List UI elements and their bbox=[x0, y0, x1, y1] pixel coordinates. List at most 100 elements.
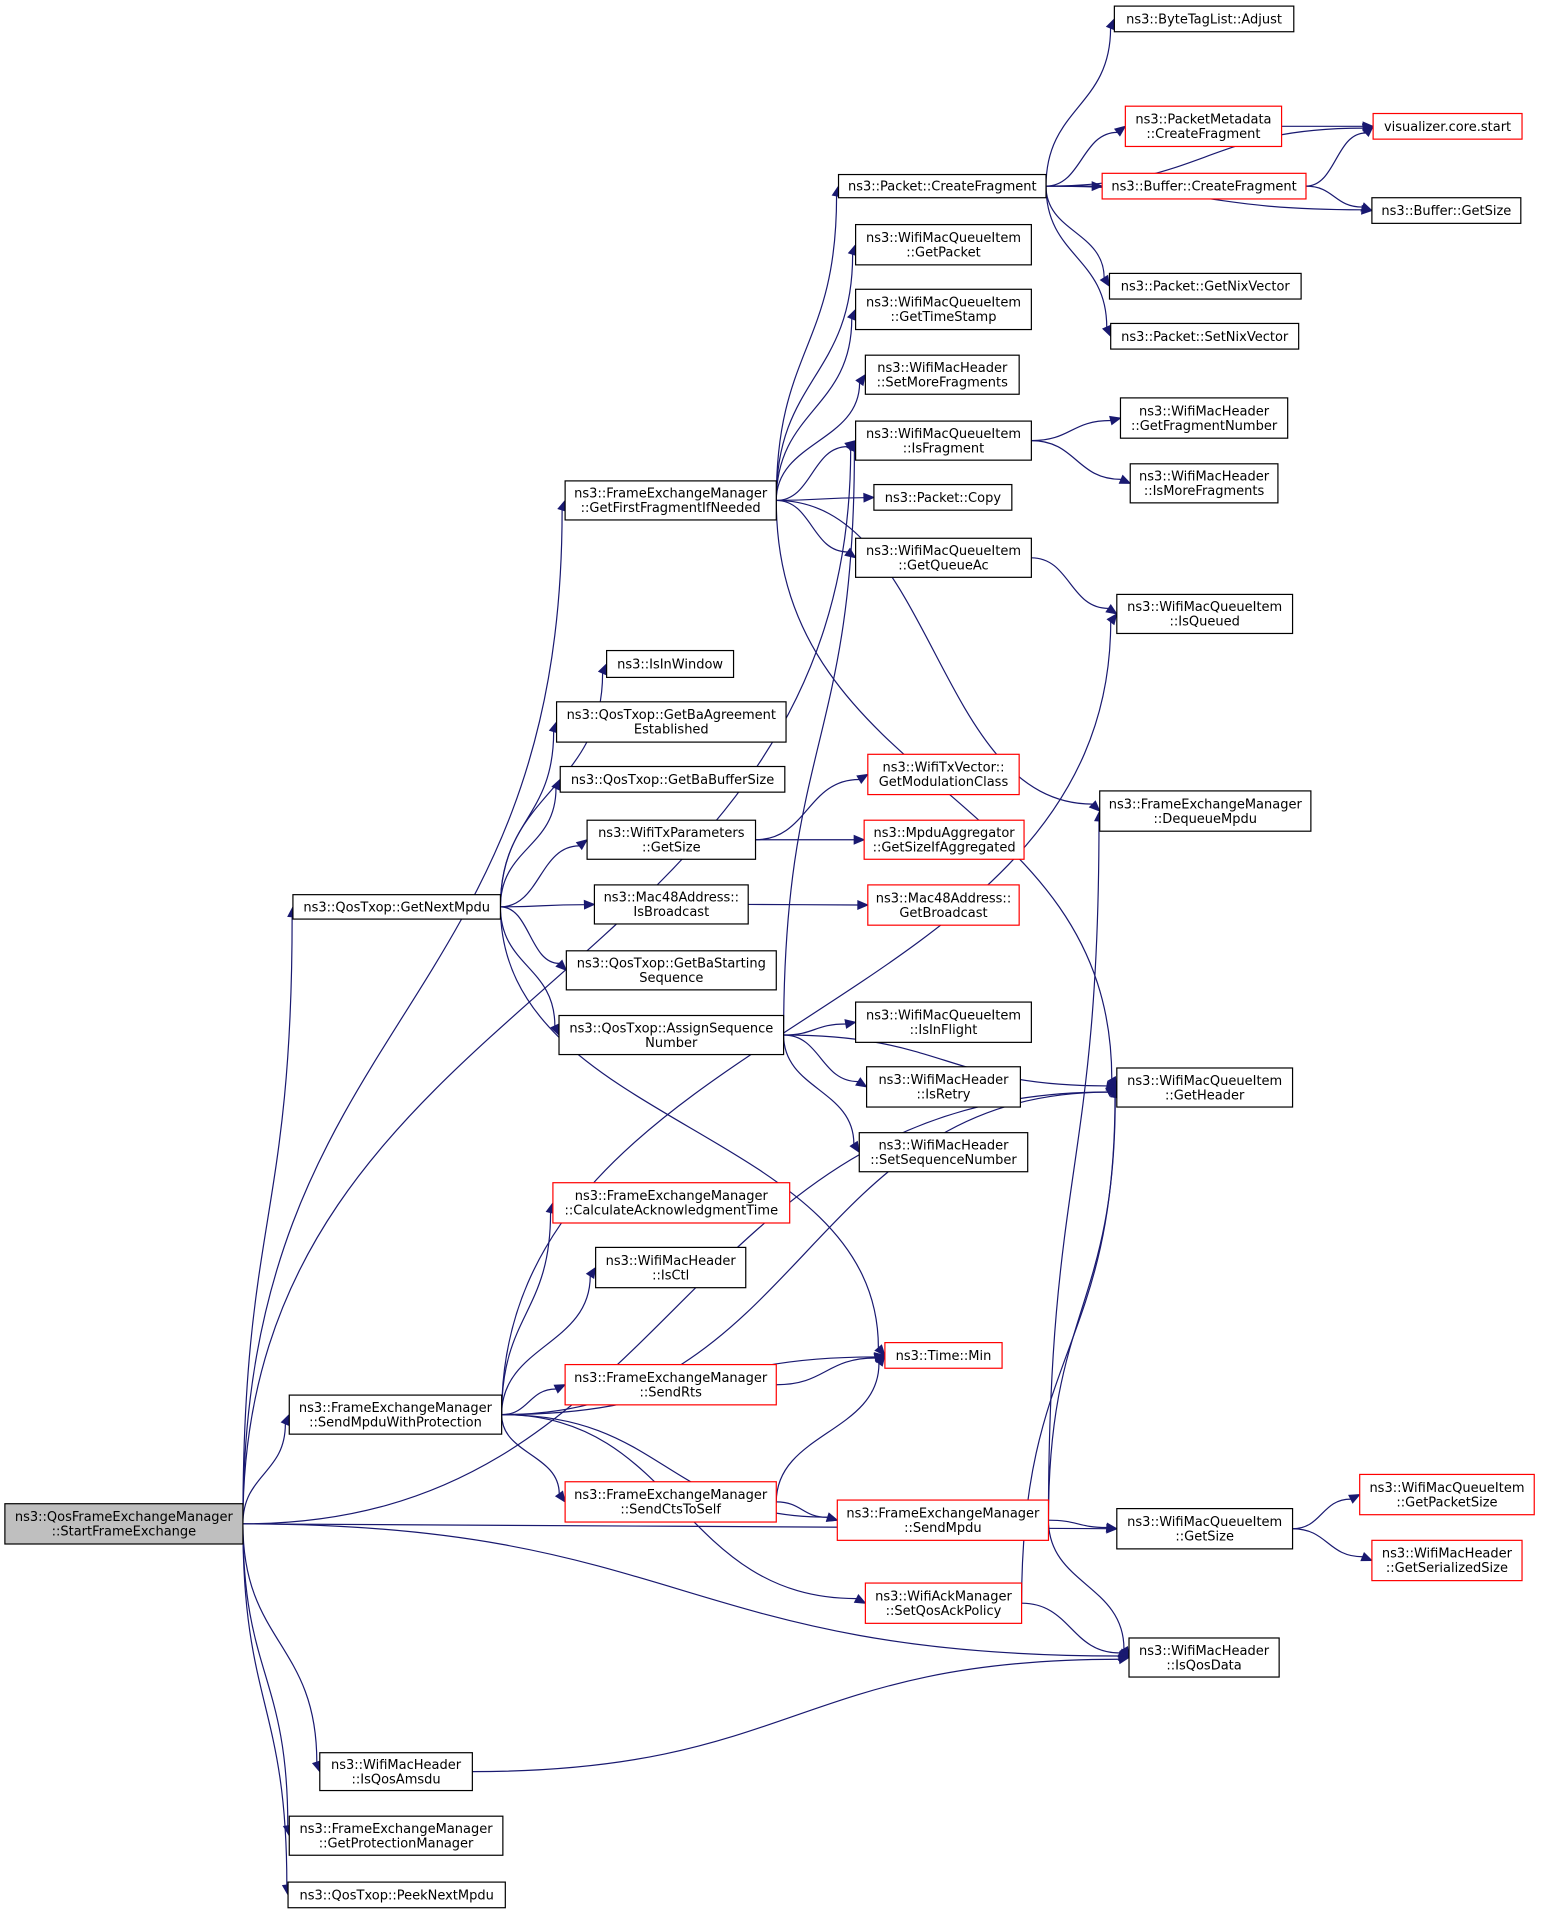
node-label-line: ns3::FrameExchangeManager bbox=[574, 1488, 768, 1503]
node-pktGetNixVector[interactable]: ns3::Packet::GetNixVector bbox=[1108, 272, 1302, 300]
arrowhead bbox=[825, 1512, 839, 1522]
node-itemGetTimeStamp[interactable]: ns3::WifiMacQueueItem::GetTimeStamp bbox=[855, 288, 1032, 331]
node-itemGetQueueAc[interactable]: ns3::WifiMacQueueItem::GetQueueAc bbox=[855, 537, 1032, 578]
arrowhead bbox=[1091, 181, 1104, 192]
node-vizCoreStart[interactable]: visualizer.core.start bbox=[1372, 112, 1523, 140]
edge-getFirstFragment-to-itemIsFragment bbox=[776, 439, 857, 502]
node-itemGetHeader[interactable]: ns3::WifiMacQueueItem::GetHeader bbox=[1116, 1067, 1294, 1108]
edge-packetCreateFragment-to-pktGetNixVector bbox=[1045, 186, 1111, 288]
node-itemGetPacket[interactable]: ns3::WifiMacQueueItem::GetPacket bbox=[855, 223, 1032, 266]
node-getBaBufferSize[interactable]: ns3::QosTxop::GetBaBufferSize bbox=[559, 765, 786, 793]
node-box bbox=[586, 819, 757, 860]
node-sendMpduWithProtection[interactable]: ns3::FrameExchangeManager::SendMpduWithP… bbox=[288, 1394, 503, 1435]
arrowhead bbox=[856, 773, 869, 785]
node-label-line: ns3::Buffer::GetSize bbox=[1381, 204, 1511, 219]
node-box bbox=[1129, 463, 1279, 504]
node-hdrIsMoreFrags[interactable]: ns3::WifiMacHeader::IsMoreFragments bbox=[1129, 463, 1279, 504]
node-label-line: ns3::Packet::CreateFragment bbox=[848, 180, 1037, 195]
node-byteTagAdjust[interactable]: ns3::ByteTagList::Adjust bbox=[1113, 5, 1295, 33]
node-itemIsQueued[interactable]: ns3::WifiMacQueueItem::IsQueued bbox=[1116, 593, 1294, 635]
node-box bbox=[1110, 322, 1300, 350]
edge-bufferCreateFrag-to-vizCoreStart bbox=[1305, 125, 1375, 187]
node-box bbox=[873, 483, 1013, 511]
node-bufferGetSize[interactable]: ns3::Buffer::GetSize bbox=[1371, 197, 1522, 224]
node-hdrIsCtl[interactable]: ns3::WifiMacHeader::IsCtl bbox=[595, 1246, 747, 1289]
node-label-line: ::IsRetry bbox=[917, 1088, 971, 1103]
node-label-line: ns3::WifiMacHeader bbox=[1139, 1644, 1270, 1659]
node-mac48GetBroadcast[interactable]: ns3::Mac48Address::GetBroadcast bbox=[867, 884, 1020, 926]
edge-getFirstFragment-to-itemGetTimeStamp bbox=[775, 308, 857, 501]
node-packetCreateFragment[interactable]: ns3::Packet::CreateFragment bbox=[837, 173, 1047, 199]
node-sendRts[interactable]: ns3::FrameExchangeManager::SendRts bbox=[564, 1363, 777, 1406]
node-label-line: GetModulationClass bbox=[879, 775, 1009, 790]
edge-getNextMpdu-to-getBaBufferSize bbox=[499, 778, 561, 907]
node-itemIsFragment[interactable]: ns3::WifiMacQueueItem::IsFragment bbox=[855, 420, 1032, 461]
node-calcAckTime[interactable]: ns3::FrameExchangeManager::CalculateAckn… bbox=[552, 1182, 791, 1224]
node-mpduAggGetSize[interactable]: ns3::MpduAggregator::GetSizeIfAggregated bbox=[863, 819, 1025, 860]
node-box bbox=[1372, 112, 1523, 140]
edge-txParamsGetSize-to-mpduAggGetSize bbox=[755, 834, 866, 845]
node-getFirstFragment[interactable]: ns3::FrameExchangeManager::GetFirstFragm… bbox=[564, 480, 777, 521]
node-itemGetPacketSize[interactable]: ns3::WifiMacQueueItem::GetPacketSize bbox=[1359, 1473, 1535, 1516]
node-hdrIsQosData[interactable]: ns3::WifiMacHeader::IsQosData bbox=[1128, 1637, 1280, 1678]
edge-assignSeqNumber-to-itemIsFragment bbox=[782, 439, 860, 1036]
node-label-line: ns3::FrameExchangeManager bbox=[1109, 797, 1303, 812]
node-txParamsGetSize[interactable]: ns3::WifiTxParameters::GetSize bbox=[586, 819, 757, 860]
node-setQosAckPolicy[interactable]: ns3::WifiAckManager::SetQosAckPolicy bbox=[864, 1582, 1023, 1624]
arrowhead bbox=[1360, 1551, 1374, 1562]
node-label-line: ns3::QosTxop::AssignSequence bbox=[569, 1021, 773, 1036]
edge-getFirstFragment-to-itemGetPacket bbox=[775, 243, 858, 501]
node-label-line: Sequence bbox=[639, 971, 703, 986]
edge-txParamsGetSize-to-wifiTxVectorGetMod bbox=[755, 773, 869, 841]
node-itemGetSize[interactable]: ns3::WifiMacQueueItem::GetSize bbox=[1116, 1508, 1294, 1550]
edge-getNextMpdu-to-getBaStartingSeq bbox=[500, 906, 568, 972]
node-box bbox=[1099, 790, 1312, 832]
node-dequeueMpdu[interactable]: ns3::FrameExchangeManager::DequeueMpdu bbox=[1099, 790, 1312, 832]
node-box bbox=[864, 1582, 1023, 1624]
edge-getFirstFragment-to-packetCopy bbox=[776, 492, 876, 503]
node-pktSetNixVector[interactable]: ns3::Packet::SetNixVector bbox=[1110, 322, 1300, 350]
node-hdrGetFragNumber[interactable]: ns3::WifiMacHeader::GetFragmentNumber bbox=[1119, 397, 1289, 439]
node-box bbox=[1108, 272, 1302, 300]
edge-packetCreateFragment-to-pktMetaCreateFrag bbox=[1046, 125, 1127, 187]
node-box bbox=[319, 1752, 473, 1792]
node-label-line: ns3::FrameExchangeManager bbox=[574, 487, 768, 502]
edge-getNextMpdu-to-mac48IsBroadcast bbox=[500, 899, 596, 910]
node-box bbox=[595, 1246, 747, 1289]
node-hdrSetMoreFragments[interactable]: ns3::WifiMacHeader::SetMoreFragments bbox=[864, 354, 1020, 395]
node-mac48IsBroadcast[interactable]: ns3::Mac48Address::IsBroadcast bbox=[593, 884, 749, 925]
node-hdrSetSeqNumber[interactable]: ns3::WifiMacHeader::SetSequenceNumber bbox=[858, 1132, 1029, 1173]
node-isQosAmsdu[interactable]: ns3::WifiMacHeader::IsQosAmsdu bbox=[319, 1752, 473, 1792]
node-packetCopy[interactable]: ns3::Packet::Copy bbox=[873, 483, 1013, 511]
arrowhead bbox=[1105, 604, 1118, 615]
node-peekNextMpdu[interactable]: ns3::QosTxop::PeekNextMpdu bbox=[287, 1881, 506, 1909]
edge-mac48IsBroadcast-to-mac48GetBroadcast bbox=[748, 900, 870, 910]
node-bufferCreateFrag[interactable]: ns3::Buffer::CreateFragment bbox=[1101, 172, 1307, 200]
edge-assignSeqNumber-to-hdrSetSeqNumber bbox=[782, 1035, 860, 1154]
node-box bbox=[867, 884, 1020, 926]
node-box bbox=[867, 753, 1020, 796]
node-label-line: ns3::QosTxop::GetBaStarting bbox=[577, 957, 766, 972]
node-itemIsInFlight[interactable]: ns3::WifiMacQueueItem::IsInFlight bbox=[855, 1001, 1032, 1043]
node-label-line: ns3::WifiMacQueueItem bbox=[1127, 1074, 1282, 1089]
node-label-line: ns3::QosFrameExchangeManager bbox=[15, 1510, 234, 1525]
node-isInWindow[interactable]: ns3::IsInWindow bbox=[606, 649, 735, 679]
node-getProtectionManager[interactable]: ns3::FrameExchangeManager::GetProtection… bbox=[288, 1815, 504, 1856]
node-getNextMpdu[interactable]: ns3::QosTxop::GetNextMpdu bbox=[292, 894, 502, 920]
node-hdrIsRetry[interactable]: ns3::WifiMacHeader::IsRetry bbox=[865, 1066, 1021, 1108]
node-label-line: ::GetFirstFragmentIfNeeded bbox=[581, 501, 761, 516]
arrowhead bbox=[555, 959, 568, 972]
node-hdrGetSerializedSize[interactable]: ns3::WifiMacHeader::GetSerializedSize bbox=[1371, 1539, 1523, 1582]
node-timeMin[interactable]: ns3::Time::Min bbox=[884, 1342, 1003, 1369]
edge-getFirstFragment-to-hdrSetMoreFragments bbox=[775, 373, 867, 501]
node-wifiTxVectorGetMod[interactable]: ns3::WifiTxVector::GetModulationClass bbox=[867, 753, 1020, 796]
node-pktMetaCreateFrag[interactable]: ns3::PacketMetadata::CreateFragment bbox=[1124, 105, 1283, 148]
node-sendCtsToSelf[interactable]: ns3::FrameExchangeManager::SendCtsToSelf bbox=[564, 1481, 777, 1523]
node-box bbox=[1119, 397, 1289, 439]
node-sendMpdu[interactable]: ns3::FrameExchangeManager::SendMpdu bbox=[836, 1499, 1050, 1541]
node-box bbox=[1124, 105, 1283, 148]
node-label-line: ns3::QosTxop::GetBaAgreement bbox=[567, 708, 776, 723]
